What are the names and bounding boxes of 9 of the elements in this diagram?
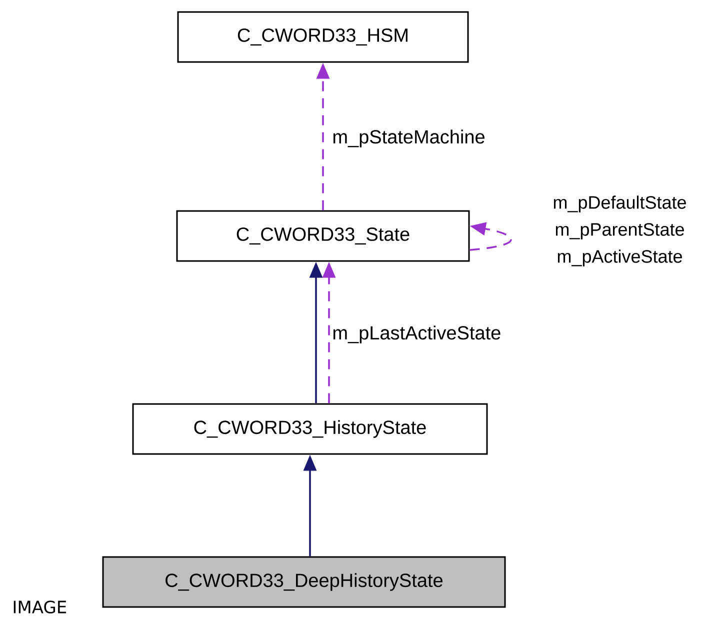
edge-label: m_pLastActiveState: [331, 324, 502, 344]
arrow: [470, 222, 512, 251]
caption-text: IMAGE: [14, 600, 66, 614]
class-box: C_CWORD33_State: [176, 210, 470, 262]
edge-label: m_pStateMachine: [331, 128, 486, 148]
edge-label: m_pDefaultState m_pParentState m_pActiveState: [528, 194, 711, 268]
class-box: C_CWORD33_HSM: [177, 11, 469, 63]
class-box: C_CWORD33_DeepHistoryState: [102, 556, 506, 608]
class-box: C_CWORD33_HistoryState: [132, 403, 488, 455]
